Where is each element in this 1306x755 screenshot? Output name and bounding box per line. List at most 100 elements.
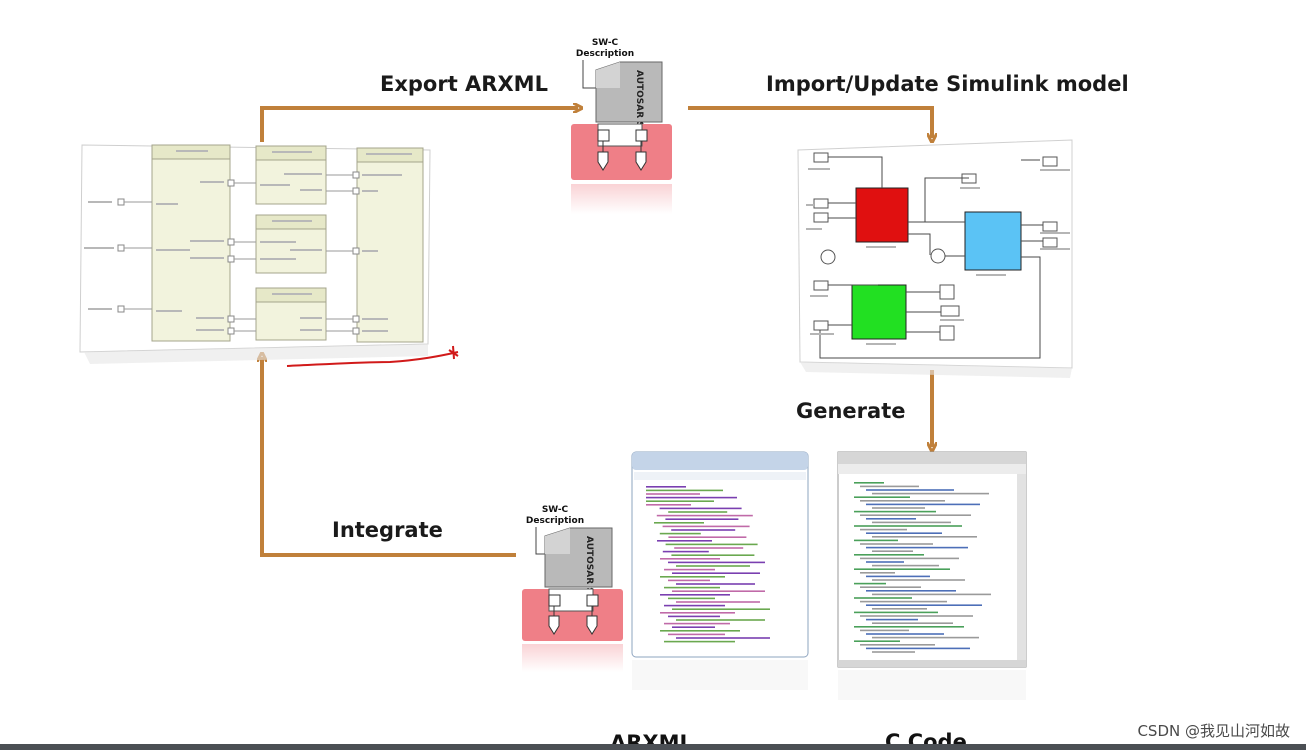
c-code-output-label: C Code	[885, 730, 967, 754]
code-line	[672, 608, 770, 610]
code-line	[866, 647, 970, 650]
code-line	[668, 633, 725, 636]
c-code-lines	[854, 482, 991, 653]
annotation-mark	[448, 345, 459, 360]
code-line	[872, 622, 953, 624]
code-line	[660, 612, 735, 614]
code-line	[854, 568, 950, 570]
code-line	[854, 640, 900, 642]
code-line	[854, 525, 962, 527]
code-line	[866, 561, 904, 563]
export-arxml-label: Export ARXML	[380, 72, 548, 96]
watermark: CSDN @我见山河如故	[1137, 722, 1290, 740]
code-line	[872, 564, 939, 567]
swc-caption-top-line2: Description	[576, 49, 634, 59]
code-line	[854, 510, 936, 513]
code-line	[646, 500, 714, 502]
c-code-window	[837, 451, 1027, 700]
code-line	[872, 507, 925, 509]
code-line	[660, 558, 720, 560]
code-line	[646, 489, 723, 492]
code-line	[668, 579, 710, 582]
code-line	[860, 528, 907, 531]
code-line	[656, 514, 753, 517]
flow-arrows	[260, 106, 932, 557]
import-simulink-label: Import/Update Simulink model	[766, 72, 1129, 96]
code-line	[860, 500, 945, 502]
swc-caption-bottom-line1: SW-C	[542, 505, 569, 515]
code-line	[671, 554, 755, 556]
code-line	[860, 514, 971, 516]
code-line	[866, 518, 916, 520]
code-line	[872, 550, 913, 552]
code-line	[665, 518, 739, 520]
code-line	[866, 633, 944, 635]
annotation-stroke	[286, 351, 459, 367]
code-line	[668, 511, 728, 513]
code-line	[854, 496, 910, 498]
subsystem-red	[855, 187, 909, 243]
code-line	[860, 586, 921, 588]
arxml-code-lines	[646, 486, 770, 643]
code-line	[866, 503, 980, 506]
swc-description-icon-top: SW-C Description AUTOSAR SW-C	[571, 38, 672, 214]
code-line	[854, 539, 898, 542]
code-line	[646, 493, 700, 495]
code-line	[646, 486, 686, 488]
code-line	[676, 583, 755, 585]
code-line	[860, 485, 919, 488]
code-line	[860, 644, 935, 646]
code-line	[676, 565, 750, 567]
code-line	[866, 546, 968, 549]
code-line	[872, 651, 915, 653]
code-line	[676, 637, 770, 639]
code-line	[657, 540, 712, 542]
code-line	[866, 575, 930, 578]
simulink-model-panel	[797, 139, 1073, 378]
code-line	[664, 568, 715, 571]
code-line	[660, 630, 740, 632]
code-line	[872, 492, 989, 495]
code-line	[676, 619, 765, 621]
code-line	[674, 547, 744, 549]
code-line	[860, 543, 933, 545]
code-line	[854, 554, 924, 556]
code-line	[872, 608, 927, 610]
code-line	[866, 489, 954, 491]
code-line	[866, 532, 942, 534]
code-line	[660, 576, 725, 578]
component-block	[356, 147, 424, 343]
code-line	[668, 536, 747, 538]
swc-caption-top-line1: SW-C	[592, 38, 619, 48]
arxml-output-label: ARXML	[610, 731, 693, 755]
code-line	[646, 504, 691, 506]
code-line	[854, 482, 884, 484]
export-arrow	[260, 108, 578, 142]
code-line	[854, 626, 964, 628]
code-line	[668, 561, 765, 564]
code-line	[659, 532, 701, 535]
code-line	[676, 601, 760, 603]
code-line	[860, 615, 973, 617]
code-line	[664, 604, 725, 607]
import-arrow	[688, 106, 932, 138]
integrate-arrow	[262, 357, 516, 557]
code-line	[872, 536, 977, 538]
swc-badge-top: AUTOSAR SW-C	[634, 70, 644, 148]
code-line	[654, 522, 704, 524]
code-line	[660, 594, 730, 596]
code-line	[866, 590, 956, 592]
code-line	[872, 579, 965, 581]
code-line	[860, 629, 909, 632]
code-line	[860, 557, 959, 560]
arxml-window	[631, 451, 809, 690]
architecture-composition-panel	[79, 144, 431, 364]
swc-badge-bottom: AUTOSAR SW-C	[584, 536, 594, 614]
swc-description-icon-bottom: SW-C Description AUTOSAR SW-C	[522, 505, 623, 672]
code-line	[854, 582, 886, 585]
code-line	[671, 529, 736, 531]
code-line	[866, 604, 982, 606]
code-line	[672, 572, 760, 574]
code-line	[872, 521, 951, 524]
subsystem-blue	[964, 211, 1022, 271]
